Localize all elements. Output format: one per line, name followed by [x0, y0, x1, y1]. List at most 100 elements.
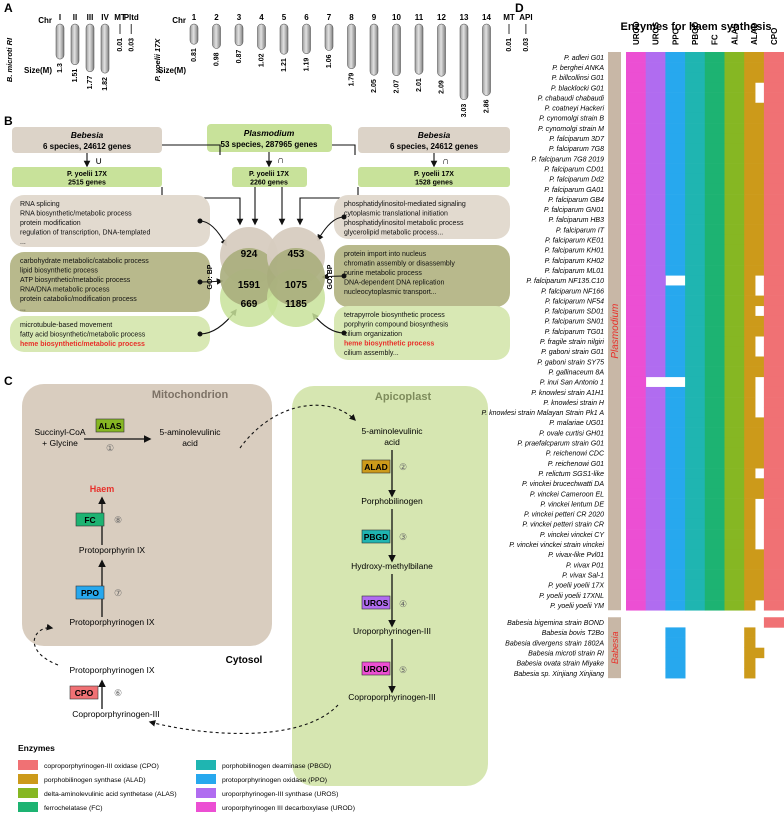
chr-name: MT — [503, 13, 515, 22]
heatmap-cell — [645, 305, 666, 317]
enzyme-label: ALAD — [364, 462, 388, 472]
heatmap-cell — [665, 518, 686, 530]
legend-label: porphobilinogen synthase (ALAD) — [44, 777, 146, 784]
heatmap-cell — [626, 447, 647, 459]
legend-swatch — [18, 760, 38, 770]
heatmap-cell — [626, 305, 647, 317]
heatmap-cell — [763, 194, 784, 205]
heatmap-cell — [724, 468, 745, 479]
venn-right: 453 1075 1185 GO: BP — [267, 227, 334, 327]
metabolite-coproporphyrinogen-apico: Coproporphyrinogen-III — [348, 692, 435, 702]
go-term: nucleocytoplasmic transport... — [344, 289, 437, 296]
chromosome — [324, 23, 334, 51]
heatmap-cell — [685, 82, 706, 93]
heatmap-cell — [665, 163, 686, 175]
heatmap-cell — [744, 255, 765, 266]
heatmap-cell — [626, 265, 647, 276]
heatmap-cell — [665, 647, 686, 659]
heatmap-cell — [724, 569, 745, 581]
heatmap-cell — [685, 579, 706, 591]
chr-header: Chr — [38, 16, 52, 25]
heatmap-cell — [744, 539, 756, 550]
operator-intersect-1: ∩ — [277, 155, 284, 166]
chr-size: 0.03 — [523, 38, 530, 52]
heatmap-cell — [704, 356, 725, 367]
heatmap-cell — [763, 447, 784, 459]
heatmap-cell — [626, 234, 647, 246]
heatmap-cell — [665, 529, 686, 540]
heatmap-cell — [685, 102, 706, 114]
step-number: ⑤ — [399, 665, 407, 675]
heatmap-cell — [685, 366, 706, 378]
heatmap-cell — [645, 183, 666, 195]
heatmap-cell — [685, 447, 706, 459]
enzyme-label: PBGD — [364, 532, 389, 542]
heatmap-cell — [685, 265, 706, 276]
heatmap-cell — [724, 539, 745, 550]
enzyme-ppo: PPO ⑦ — [75, 585, 122, 600]
heatmap-cell — [763, 569, 784, 581]
heatmap-cell — [665, 468, 686, 479]
species-label: P. vinckei brucechwatti DA — [522, 481, 604, 488]
chr-size: 0.01 — [117, 38, 124, 52]
heatmap-cell — [724, 579, 745, 591]
legend-swatch — [18, 774, 38, 784]
heatmap-cell — [763, 102, 784, 114]
metabolite-porphobilinogen: Porphobilinogen — [361, 496, 423, 506]
species-title: Plasmodium — [244, 128, 295, 138]
go-term: purine metabolic process — [344, 270, 422, 277]
heatmap-cell — [626, 204, 647, 215]
heatmap-cell — [763, 407, 784, 418]
heatmap-cell — [626, 194, 647, 205]
heatmap-cell — [744, 627, 756, 638]
heatmap-cell — [645, 123, 666, 134]
heatmap-cell — [665, 569, 686, 581]
heatmap-cell — [665, 657, 686, 669]
heatmap-cell — [704, 234, 725, 246]
panel-a: A B. microti RIChrSize(M)I1.3II1.51III1.… — [4, 1, 533, 117]
heatmap-cell — [665, 356, 686, 367]
heatmap-cell — [744, 579, 765, 591]
heatmap-cell — [626, 518, 647, 530]
species-label: P. falciparum NF54 — [545, 298, 604, 305]
heatmap-cell — [626, 102, 647, 114]
chr-size: 0.03 — [128, 38, 135, 52]
species-label: P. falciparum GB4 — [548, 197, 604, 204]
heatmap-cell — [744, 637, 756, 648]
chr-name: 3 — [237, 13, 242, 22]
heatmap-cell — [724, 244, 745, 256]
heatmap-cell — [724, 437, 745, 449]
heatmap-cell — [744, 468, 756, 479]
species-label: P. vivax Sal-1 — [562, 572, 604, 579]
heatmap-cell — [744, 559, 765, 570]
chr-name: 12 — [437, 13, 446, 22]
heatmap-cell — [665, 224, 686, 235]
go-term: cytoplasmic translational initiation — [344, 211, 448, 218]
heatmap-cell — [763, 386, 784, 398]
species-label: P. gaboni strain G01 — [541, 349, 604, 356]
heatmap-cell — [626, 255, 647, 266]
go-term-bubble — [10, 316, 210, 352]
heatmap-cell — [626, 478, 647, 489]
species-label: P. falciparum SN01 — [545, 319, 605, 326]
heatmap-cell — [645, 143, 666, 154]
heatmap-cell — [744, 366, 765, 378]
heatmap-cell — [704, 498, 725, 510]
heatmap-cell — [704, 559, 725, 570]
chromosome — [369, 23, 379, 76]
chr-size: 2.86 — [484, 99, 491, 113]
heatmap-cell — [645, 82, 666, 93]
chromosome — [189, 23, 199, 45]
heatmap-cell — [626, 539, 647, 550]
heatmap-cell — [665, 295, 686, 307]
heatmap-cell — [645, 133, 666, 144]
go-term: protein import into nucleus — [344, 251, 427, 258]
heatmap-cell — [744, 143, 765, 154]
heatmap-cell — [704, 407, 725, 418]
heatmap-cell — [744, 407, 756, 418]
species-label: P. blacklocki G01 — [551, 85, 604, 92]
species-label: P. falciparum KH01 — [545, 248, 605, 255]
heatmap-cell — [763, 529, 784, 540]
heatmap-cell — [724, 336, 745, 347]
go-term: lipid biosynthetic process — [20, 268, 98, 275]
